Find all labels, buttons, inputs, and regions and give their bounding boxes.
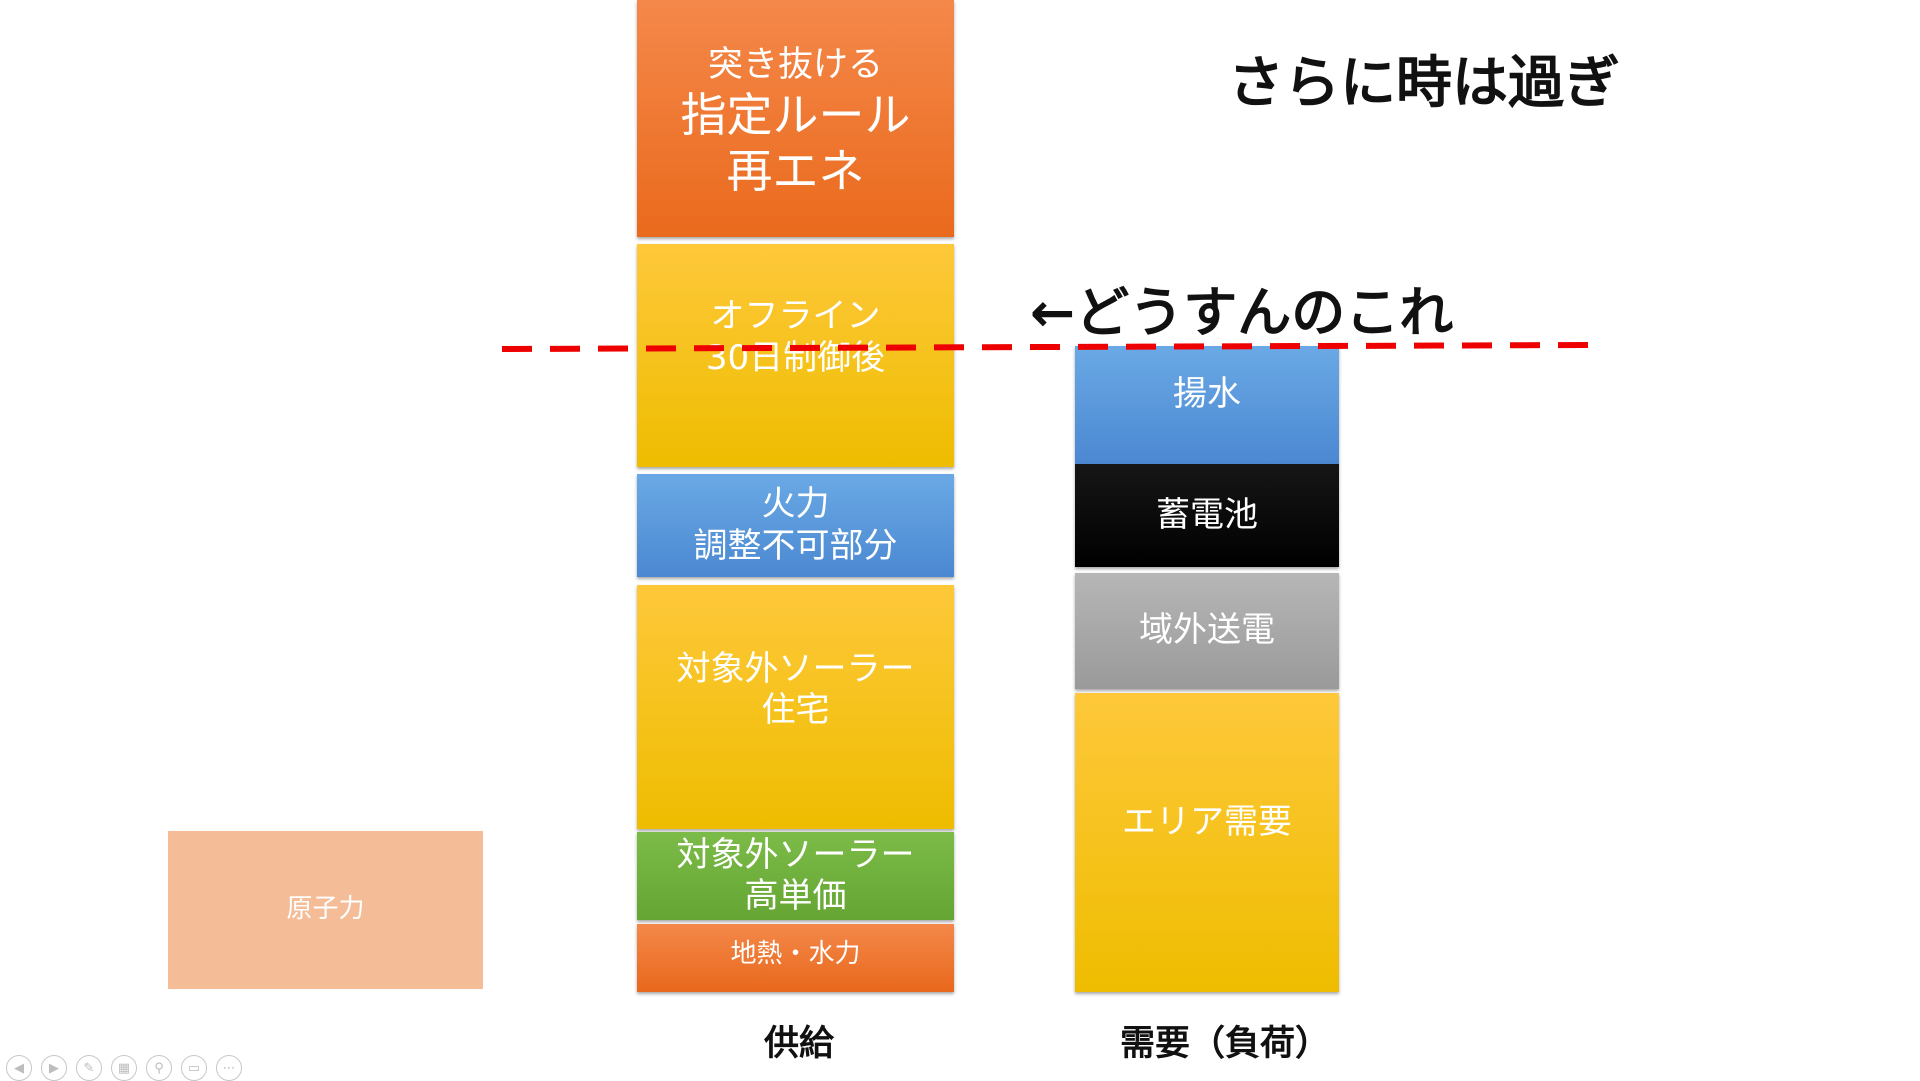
supply-block-solar-residential: 対象外ソーラー 住宅 [637, 585, 954, 829]
demand-block-interregional: 域外送電 [1075, 573, 1339, 689]
next-icon[interactable]: ▶ [41, 1055, 67, 1081]
supply-block-thermal: 火力 調整不可部分 [637, 474, 954, 577]
supply-block-solar-high-price: 対象外ソーラー 高単価 [637, 832, 954, 920]
supply-block-label: 指定ルール [680, 87, 911, 142]
supply-block-label: 火力 [761, 484, 830, 525]
nuclear-block: 原子力 [168, 831, 483, 989]
supply-block-offline: オフライン 30日制御後 [637, 244, 954, 467]
demand-block-battery: 蓄電池 [1075, 464, 1339, 567]
demand-block-label: エリア需要 [1122, 801, 1292, 842]
more-icon[interactable]: ⋯ [216, 1055, 242, 1081]
demand-block-pumped-hydro: 揚水 [1075, 346, 1339, 464]
supply-block-label: 突き抜ける [707, 45, 883, 86]
demand-axis-label: 需要（負荷） [1120, 1024, 1331, 1064]
supply-block-label: オフライン [710, 296, 881, 337]
supply-block-label: 対象外ソーラー [676, 834, 915, 875]
pen-icon[interactable]: ✎ [76, 1055, 102, 1081]
supply-block-label: 住宅 [761, 690, 830, 730]
demand-block-label: 域外送電 [1139, 610, 1275, 651]
annotation-text: ←どうすんのこれ [1030, 281, 1454, 344]
demand-block-label: 蓄電池 [1156, 494, 1258, 535]
supply-block-label: 高単価 [744, 876, 847, 916]
supply-block-label: 再エネ [726, 143, 865, 198]
prev-icon[interactable]: ◀ [6, 1055, 32, 1081]
subtitle-icon[interactable]: ▭ [181, 1055, 207, 1081]
supply-block-label: 30日制御後 [705, 337, 886, 378]
supply-block-label: 調整不可部分 [693, 525, 898, 566]
supply-block-label: 地熱・水力 [730, 939, 861, 970]
slide-title: さらに時は過ぎ [1228, 51, 1620, 116]
demand-block-area-demand: エリア需要 [1075, 693, 1339, 992]
supply-block-geothermal-hydro: 地熱・水力 [637, 924, 954, 992]
slideshow-nav-bar: ◀ ▶ ✎ ▦ ⚲ ▭ ⋯ [6, 1055, 242, 1081]
slides-icon[interactable]: ▦ [111, 1055, 137, 1081]
supply-block-label: 対象外ソーラー [676, 648, 915, 689]
demand-block-label: 揚水 [1173, 374, 1241, 415]
zoom-icon[interactable]: ⚲ [146, 1055, 172, 1081]
nuclear-block-label: 原子力 [286, 894, 365, 925]
supply-block-designated-renewable: 突き抜ける 指定ルール 再エネ [637, 0, 954, 237]
supply-axis-label: 供給 [764, 1024, 835, 1064]
